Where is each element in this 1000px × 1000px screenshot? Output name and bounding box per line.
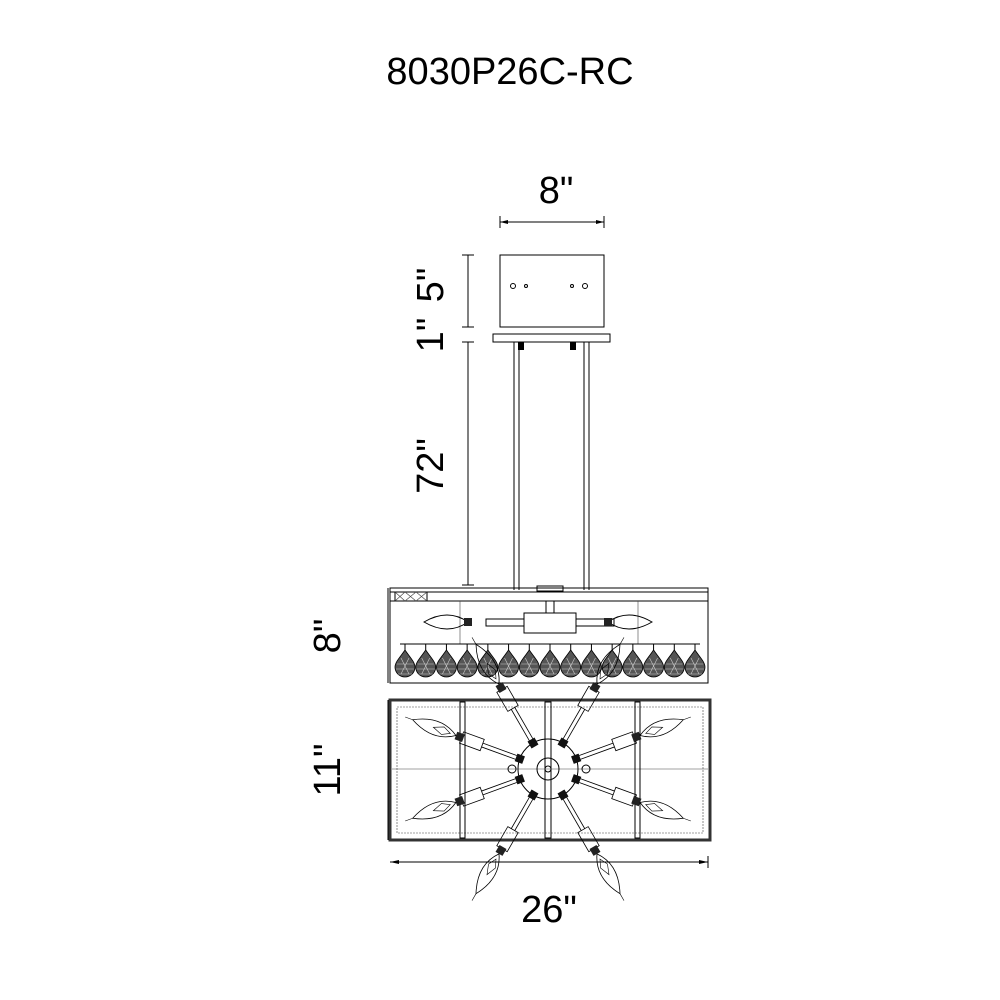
- crystal-drop: [498, 644, 519, 678]
- arm-with-candle: [557, 789, 625, 901]
- fixture-depth-dimension: 11": [307, 700, 389, 840]
- crystal-drop: [560, 644, 582, 678]
- canopy-height-label: 5": [410, 268, 452, 303]
- suspension-rods: [513, 342, 590, 590]
- fixture-height-label: 8": [307, 619, 349, 654]
- chain-length-label: 72": [410, 438, 452, 494]
- crystal-drop: [456, 644, 478, 678]
- fixture-height-dimension: 8": [307, 588, 389, 683]
- crystal-drop: [643, 644, 664, 678]
- crystal-drop: [684, 644, 706, 678]
- crystal-drop: [622, 644, 644, 678]
- arm-with-candle: [471, 637, 539, 749]
- crystal-drop: [394, 644, 416, 678]
- arm-with-candle: [405, 774, 525, 822]
- canopy: [492, 254, 611, 350]
- fixture-width-label: 26": [521, 889, 577, 931]
- crystal-drop: [581, 644, 602, 678]
- crystal-drop: [477, 644, 499, 678]
- crystal-drop: [539, 644, 561, 678]
- fixture-top-view: [388, 637, 712, 901]
- fixture-depth-label: 11": [307, 744, 349, 797]
- crystal-drop: [663, 644, 685, 678]
- arm-with-candle: [471, 789, 539, 901]
- canopy-plate-label: 1": [410, 318, 452, 353]
- crystal-drop: [518, 644, 540, 678]
- canopy-width-label: 8": [539, 170, 574, 212]
- arm-with-candle: [571, 774, 691, 822]
- fixture-width-dimension: 26": [390, 856, 709, 931]
- arm-with-candle: [557, 637, 625, 749]
- height-dimensions: 5" 1" 72": [410, 254, 474, 586]
- model-title: 8030P26C-RC: [386, 51, 633, 93]
- canopy-width-dimension: 8": [499, 170, 605, 228]
- crystal-drop: [415, 644, 437, 678]
- arm-with-candle: [405, 716, 525, 764]
- crystal-drop: [601, 644, 623, 678]
- fixture-side-view: [389, 585, 709, 684]
- arm-with-candle: [571, 716, 691, 764]
- crystal-drop: [436, 644, 457, 678]
